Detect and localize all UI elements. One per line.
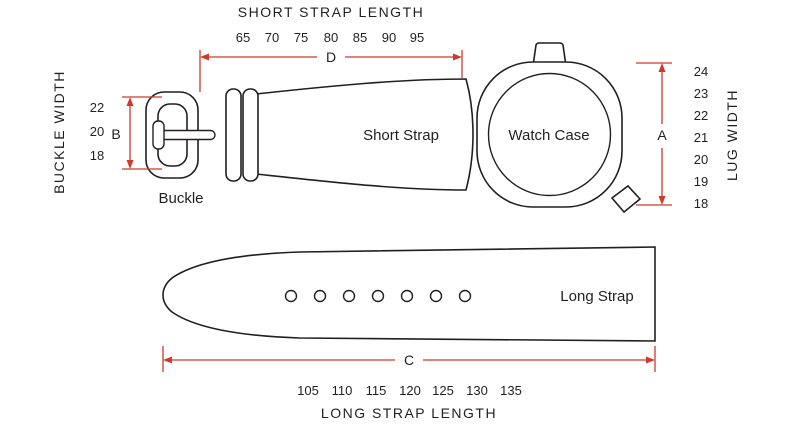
right-tick: 23 xyxy=(694,86,708,101)
strap-hole xyxy=(313,289,327,303)
dim-label-c: C xyxy=(404,352,414,368)
dimension-a xyxy=(636,62,672,206)
strap-hole xyxy=(284,289,298,303)
dim-label-a: A xyxy=(657,127,667,143)
bottom-tick: 115 xyxy=(366,383,387,398)
strap-hole xyxy=(400,289,414,303)
right-tick: 24 xyxy=(694,64,708,79)
b-arrow-up xyxy=(126,97,134,106)
top-axis-ticks: 65 70 75 80 85 90 95 xyxy=(236,30,424,45)
long-strap-assembly xyxy=(162,246,656,342)
bottom-tick: 105 xyxy=(297,383,319,398)
b-arrow-down xyxy=(126,160,134,169)
top-tick: 70 xyxy=(265,30,279,45)
left-axis-ticks: 22 20 18 xyxy=(90,100,104,163)
buckle-prong xyxy=(159,129,216,141)
d-arrow-right xyxy=(453,53,462,61)
right-axis-ticks: 24 23 22 21 20 19 18 xyxy=(694,64,708,211)
strap-hole xyxy=(429,289,443,303)
right-tick: 21 xyxy=(694,130,708,145)
strap-keeper-bar-1 xyxy=(225,88,242,182)
watch-case-assembly xyxy=(476,42,642,214)
short-strap-label: Short Strap xyxy=(363,127,439,144)
bottom-tick: 110 xyxy=(332,383,353,398)
watch-case-label: Watch Case xyxy=(508,127,589,144)
top-tick: 95 xyxy=(410,30,424,45)
short-strap-shape xyxy=(255,78,474,191)
bottom-tick: 130 xyxy=(466,383,488,398)
case-side-button xyxy=(610,184,642,214)
top-axis-title: SHORT STRAP LENGTH xyxy=(238,4,424,20)
buckle-label: Buckle xyxy=(158,190,203,207)
top-tick: 80 xyxy=(324,30,338,45)
dim-label-d: D xyxy=(326,49,336,65)
dimension-d xyxy=(199,50,463,92)
strap-keeper-bar-2 xyxy=(242,88,259,182)
left-tick: 22 xyxy=(90,100,104,115)
top-tick: 90 xyxy=(382,30,396,45)
strap-holes xyxy=(284,289,472,303)
d-arrow-left xyxy=(200,53,209,61)
c-arrow-left xyxy=(163,356,172,364)
left-tick: 18 xyxy=(90,148,104,163)
bottom-axis-ticks: 105 110 115 120 125 130 135 xyxy=(297,383,522,398)
bottom-tick: 135 xyxy=(500,383,522,398)
bottom-axis-title: LONG STRAP LENGTH xyxy=(321,405,497,421)
long-strap-label: Long Strap xyxy=(560,288,633,305)
dim-label-b: B xyxy=(111,126,120,142)
a-arrow-up xyxy=(658,63,666,72)
right-tick: 20 xyxy=(694,152,708,167)
strap-hole xyxy=(371,289,385,303)
dimension-c xyxy=(162,346,656,372)
right-tick: 22 xyxy=(694,108,708,123)
right-tick: 19 xyxy=(694,174,708,189)
short-strap-assembly xyxy=(145,78,474,191)
left-tick: 20 xyxy=(90,124,104,139)
top-tick: 85 xyxy=(353,30,367,45)
top-tick: 65 xyxy=(236,30,250,45)
bottom-tick: 120 xyxy=(399,383,421,398)
left-axis-title: BUCKLE WIDTH xyxy=(51,70,67,194)
bottom-tick: 125 xyxy=(432,383,454,398)
case-crown-top xyxy=(532,42,567,67)
right-axis-title: LUG WIDTH xyxy=(724,89,740,181)
strap-hole xyxy=(458,289,472,303)
dimension-b xyxy=(122,96,162,170)
c-arrow-right xyxy=(646,356,655,364)
top-tick: 75 xyxy=(294,30,308,45)
buckle-prong-pivot xyxy=(152,120,165,150)
a-arrow-down xyxy=(658,196,666,205)
strap-hole xyxy=(342,289,356,303)
right-tick: 18 xyxy=(694,196,708,211)
case-dial xyxy=(487,72,612,197)
